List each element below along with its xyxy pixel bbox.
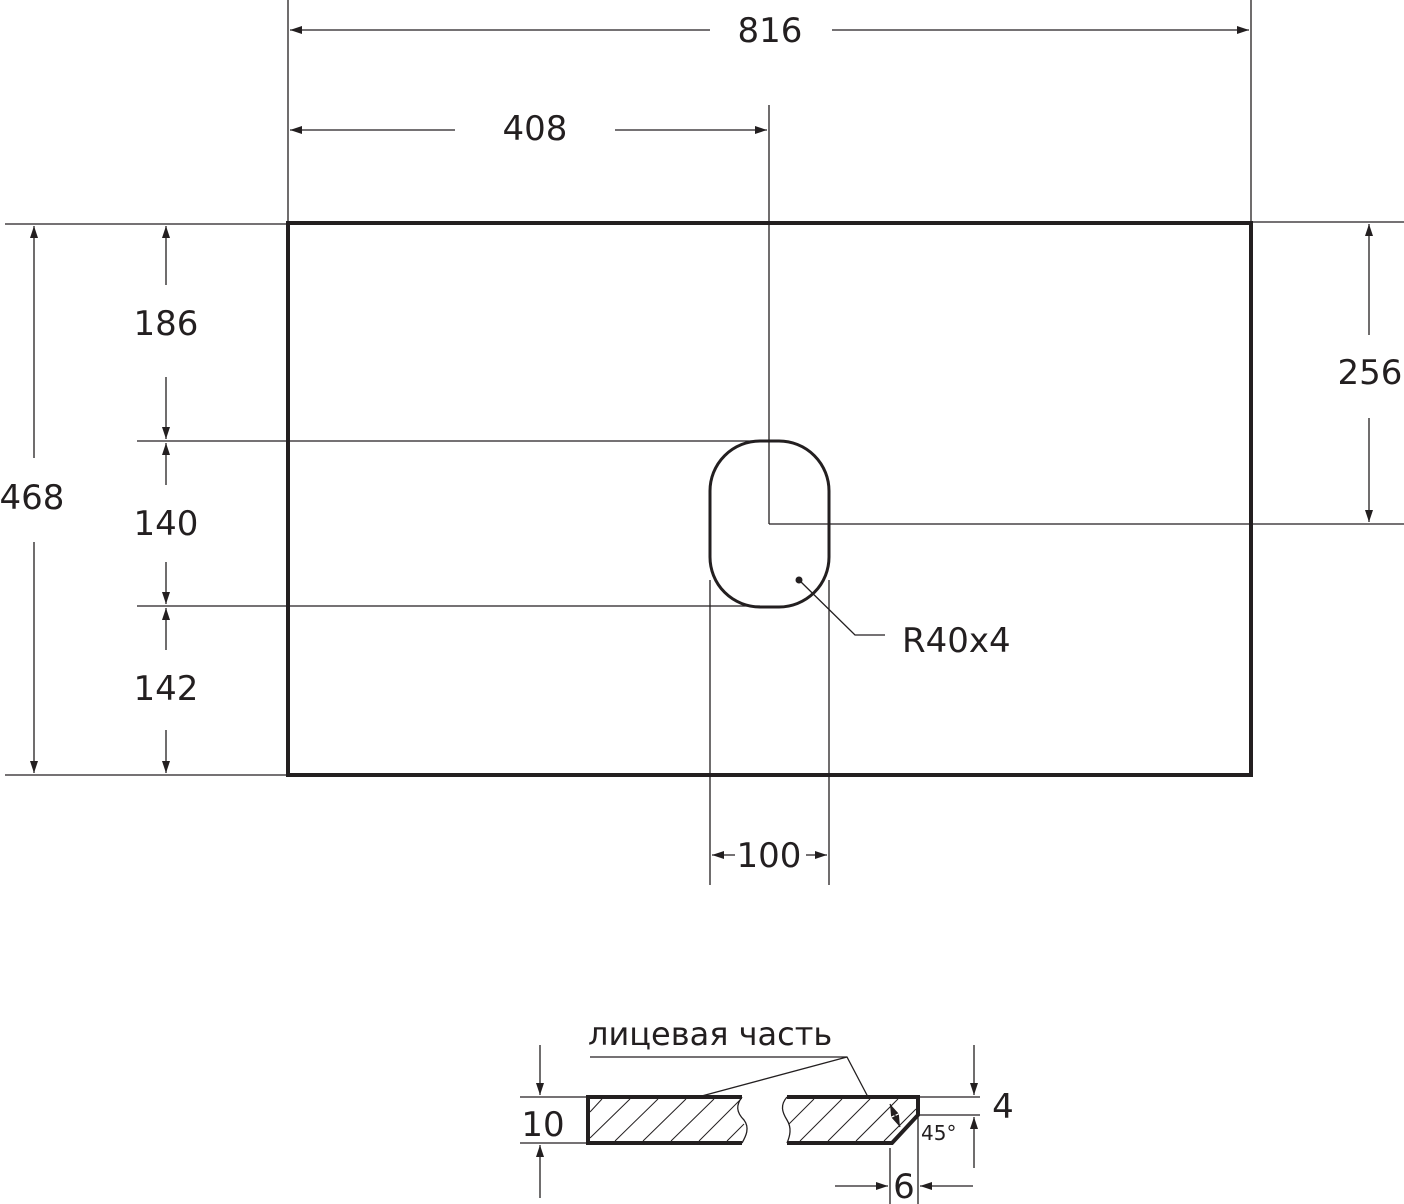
svg-text:186: 186 bbox=[134, 304, 199, 344]
svg-text:R40x4: R40x4 bbox=[902, 621, 1011, 661]
svg-text:45°: 45° bbox=[921, 1121, 956, 1145]
svg-text:256: 256 bbox=[1338, 353, 1403, 393]
svg-text:408: 408 bbox=[503, 109, 568, 149]
svg-text:лицевая часть: лицевая часть bbox=[588, 1015, 832, 1053]
radius-callout: R40x4 bbox=[795, 576, 1011, 661]
dim-vertical-chain: 186 140 142 bbox=[134, 226, 769, 773]
dim-back-to-center: 256 bbox=[769, 221, 1404, 525]
svg-text:142: 142 bbox=[134, 669, 199, 709]
svg-text:6: 6 bbox=[893, 1167, 915, 1204]
svg-text:468: 468 bbox=[0, 478, 64, 518]
dim-half-width: 408 bbox=[290, 105, 770, 524]
svg-text:140: 140 bbox=[134, 504, 199, 544]
svg-text:816: 816 bbox=[738, 11, 803, 51]
edge-section-detail: лицевая часть 10 4 45° bbox=[520, 1015, 1014, 1204]
dim-overall-width: 816 bbox=[287, 0, 1252, 223]
dim-overall-depth: 468 bbox=[0, 223, 288, 776]
svg-text:4: 4 bbox=[992, 1087, 1014, 1127]
svg-text:100: 100 bbox=[737, 836, 802, 876]
svg-text:10: 10 bbox=[521, 1105, 564, 1145]
dim-cutout-width: 100 bbox=[709, 580, 830, 885]
